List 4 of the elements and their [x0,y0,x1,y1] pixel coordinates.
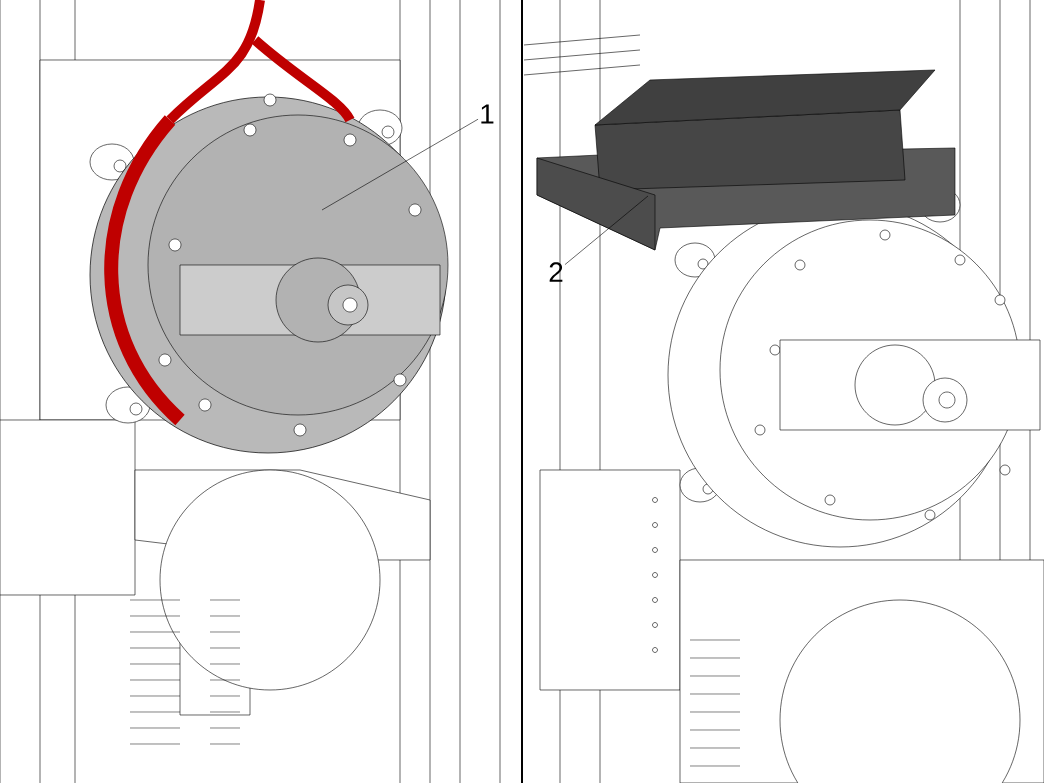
callout-number: 2 [549,262,563,282]
callout-number: 1 [481,104,494,124]
leader-line [564,195,649,265]
leader-line [321,118,479,211]
